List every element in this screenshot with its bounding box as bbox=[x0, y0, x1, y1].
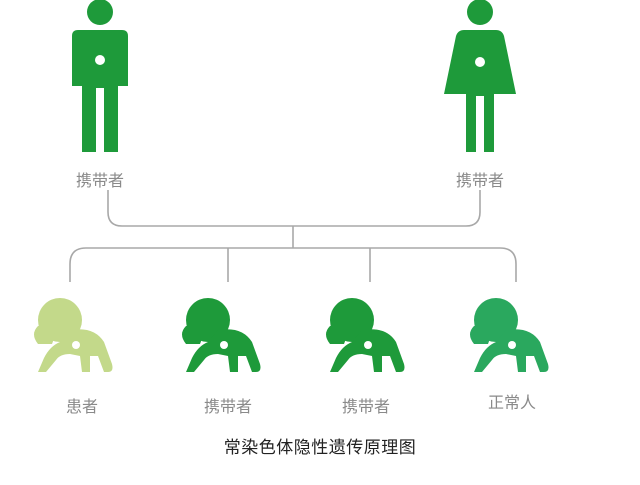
normal-baby-icon bbox=[470, 298, 549, 372]
female-carrier-icon bbox=[444, 0, 516, 152]
child-3-label: 携带者 bbox=[341, 397, 390, 416]
child-4-label: 正常人 bbox=[487, 393, 536, 412]
male-carrier-icon bbox=[72, 0, 128, 152]
children-bracket bbox=[69, 247, 517, 282]
mother-label: 携带者 bbox=[455, 171, 504, 190]
father-label: 携带者 bbox=[75, 171, 124, 190]
diagram-caption: 常染色体隐性遗传原理图 bbox=[223, 438, 417, 458]
child-2-label: 携带者 bbox=[203, 397, 252, 416]
child-1-label: 患者 bbox=[65, 397, 98, 416]
carrier-baby-icon bbox=[326, 298, 405, 372]
parents-bracket bbox=[107, 190, 481, 227]
affected-baby-icon bbox=[34, 298, 113, 372]
carrier-baby-icon bbox=[182, 298, 261, 372]
